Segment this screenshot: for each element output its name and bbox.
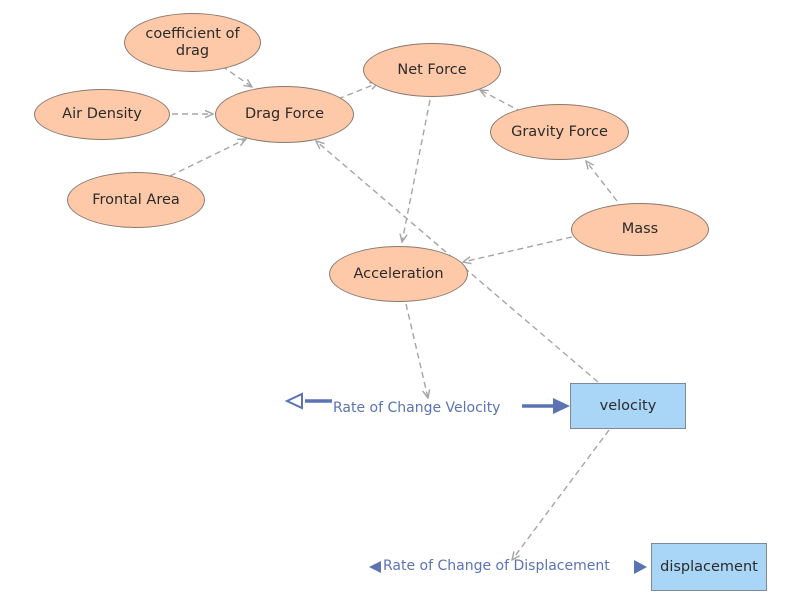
link-drag-force-to-net-force[interactable]	[337, 83, 378, 100]
variable-coefficient-of-drag[interactable]: coefficient of drag	[124, 13, 261, 72]
flow-head-displacement-right	[634, 560, 647, 574]
flow-rate-of-change-velocity[interactable]	[284, 392, 570, 414]
variable-acceleration[interactable]: Acceleration	[329, 246, 468, 302]
variable-air-density[interactable]: Air Density	[34, 89, 170, 140]
variable-drag-force[interactable]: Drag Force	[215, 86, 354, 143]
link-gravity-force-to-net-force[interactable]	[480, 90, 523, 113]
link-mass-to-gravity-force[interactable]	[586, 161, 618, 202]
link-mass-to-acceleration[interactable]	[463, 236, 573, 262]
stock-velocity[interactable]: velocity	[570, 383, 686, 429]
stock-displacement[interactable]: displacement	[651, 543, 767, 591]
link-acceleration-to-rate-velocity[interactable]	[405, 303, 428, 398]
flow-head-velocity-right	[553, 398, 570, 414]
link-velocity-to-rate-displacement[interactable]	[512, 429, 610, 560]
flow-rate-of-change-displacement[interactable]	[369, 560, 647, 574]
link-coefficient-to-drag-force[interactable]	[221, 65, 252, 87]
link-net-force-to-acceleration[interactable]	[402, 99, 431, 242]
flow-head-displacement-left	[369, 561, 381, 573]
variable-frontal-area[interactable]: Frontal Area	[67, 172, 205, 228]
flow-head-velocity-left	[284, 392, 303, 410]
variable-gravity-force[interactable]: Gravity Force	[490, 104, 629, 160]
flow-label-rate-of-change-displacement[interactable]: Rate of Change of Displacement	[383, 558, 610, 574]
variable-mass[interactable]: Mass	[571, 203, 709, 256]
variable-net-force[interactable]: Net Force	[363, 43, 501, 97]
flow-label-rate-of-change-velocity[interactable]: Rate of Change Velocity	[333, 400, 501, 416]
link-frontal-area-to-drag-force[interactable]	[169, 139, 246, 177]
